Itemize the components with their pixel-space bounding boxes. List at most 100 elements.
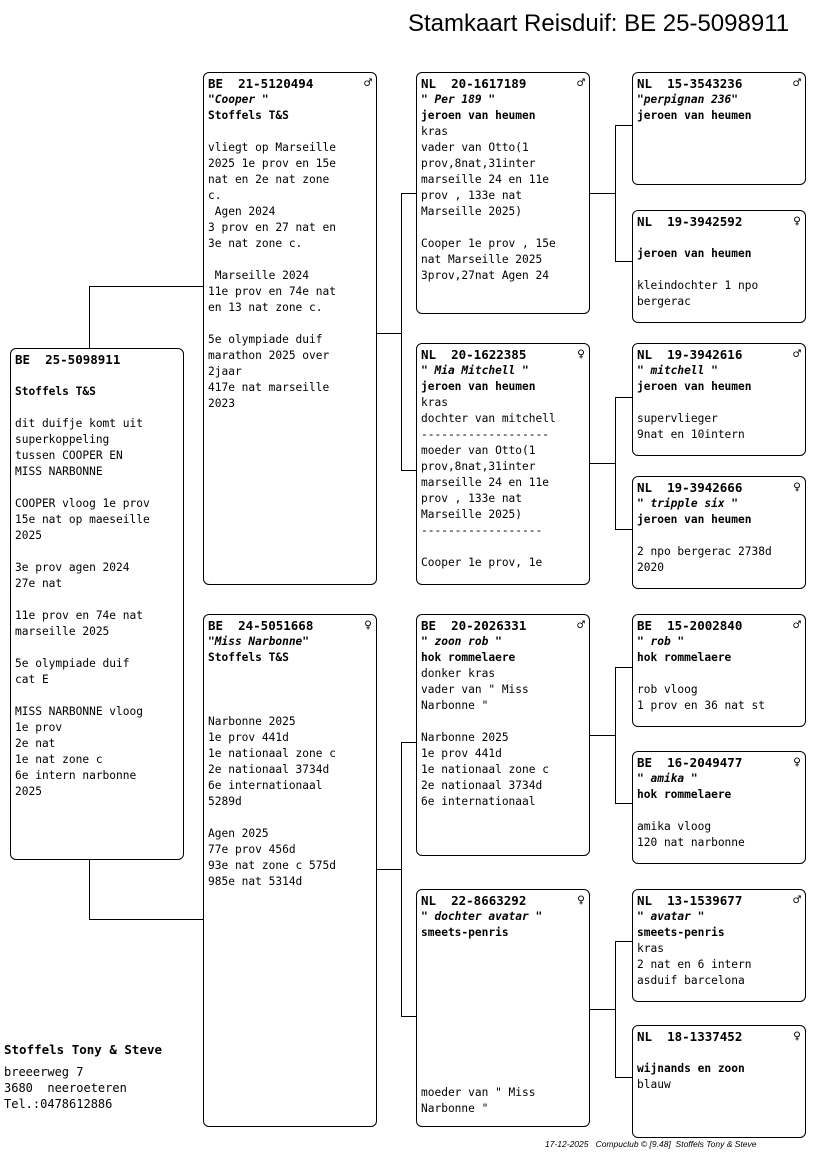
male-icon: ♂ — [364, 76, 372, 91]
connector-line — [401, 193, 417, 194]
female-icon: ♀ — [577, 893, 585, 908]
male-icon: ♂ — [577, 618, 585, 633]
male-icon: ♂ — [793, 347, 801, 362]
owner-name: smeets-penris — [421, 926, 509, 939]
pigeon-card-father[interactable]: BE 21-5120494♂ "Cooper " Stoffels T&S vl… — [203, 72, 377, 585]
female-icon: ♀ — [364, 618, 372, 633]
connector-line — [589, 463, 615, 464]
ring-number: NL 18-1337452 — [637, 1029, 743, 1044]
owner-name: jeroen van heumen — [637, 380, 752, 393]
notes: blauw — [637, 1078, 671, 1091]
female-icon: ♀ — [577, 347, 585, 362]
ring-number: BE 24-5051668 — [208, 618, 314, 633]
pigeon-card-mm[interactable]: NL 22-8663292 ♀ " dochter avatar " smeets… — [416, 889, 590, 1127]
ring-number: BE 16-2049477 — [637, 755, 743, 770]
owner-name: Stoffels T&S — [208, 651, 289, 664]
connector-line — [401, 193, 402, 471]
notes: vliegt op Marseille 2025 1e prov en 15e … — [208, 141, 336, 410]
notes: moeder van " Miss Narbonne " — [421, 1086, 536, 1115]
owner-name: jeroen van heumen — [421, 109, 536, 122]
connector-line — [89, 286, 90, 348]
male-icon: ♂ — [793, 893, 801, 908]
pigeon-card-mf[interactable]: BE 20-2026331♂ " zoon rob " hok rommelae… — [416, 614, 590, 856]
notes: amika vloog 120 nat narbonne — [637, 820, 745, 849]
pigeon-name: "perpignan 236" — [637, 93, 739, 106]
pigeon-name: " zoon rob " — [421, 635, 502, 648]
pigeon-card-fmm[interactable]: NL 19-3942666♀ " tripple six " jeroen va… — [632, 476, 806, 589]
connector-line — [589, 1009, 615, 1010]
pigeon-name: "Miss Narbonne" — [208, 635, 310, 648]
pigeon-card-fff[interactable]: NL 15-3543236♂ "perpignan 236" jeroen va… — [632, 72, 806, 185]
connector-line — [89, 919, 204, 920]
owner-name: smeets-penris — [637, 926, 725, 939]
ring-number: NL 20-1617189 — [421, 76, 527, 91]
pigeon-card-subject[interactable]: BE 25-5098911 Stoffels T&S dit duifje ko… — [10, 348, 184, 860]
connector-line — [615, 941, 616, 1078]
owner-name: jeroen van heumen — [637, 513, 752, 526]
pigeon-card-mother[interactable]: BE 24-5051668 ♀ "Miss Narbonne" Stoffels … — [203, 614, 377, 1127]
connector-line — [615, 397, 633, 398]
pigeon-name — [637, 230, 801, 246]
notes: dit duifje komt uit superkoppeling tusse… — [15, 417, 150, 798]
pigeon-name: " mitchell " — [637, 364, 718, 377]
connector-line — [615, 941, 633, 942]
connector-line — [615, 125, 616, 262]
owner-street: breeerweg 7 — [4, 1065, 84, 1079]
female-icon: ♀ — [793, 755, 801, 770]
male-icon: ♂ — [793, 76, 801, 91]
owner-name: hok rommelaere — [637, 788, 732, 801]
connector-line — [589, 735, 615, 736]
pigeon-card-mfm[interactable]: BE 16-2049477♀ " amika " hok rommelaere … — [632, 751, 806, 864]
connector-line — [89, 286, 204, 287]
connector-line — [401, 470, 417, 471]
ring-number: NL 13-1539677 — [637, 893, 743, 908]
owner-name: wijnands en zoon — [637, 1062, 745, 1075]
ring-number: BE 20-2026331 — [421, 618, 527, 633]
connector-line — [615, 397, 616, 530]
connector-line — [376, 869, 401, 870]
connector-line — [589, 193, 615, 194]
owner-name: jeroen van heumen — [637, 247, 752, 260]
ring-number: NL 19-3942616 — [637, 347, 743, 362]
notes: kras dochter van mitchell --------------… — [421, 396, 556, 569]
pigeon-card-mmm[interactable]: NL 18-1337452♀ wijnands en zoon blauw — [632, 1025, 806, 1138]
notes: supervlieger 9nat en 10intern — [637, 412, 745, 441]
connector-line — [401, 742, 417, 743]
pigeon-name: " avatar " — [637, 910, 705, 923]
pigeon-card-mff[interactable]: BE 15-2002840♂ " rob " hok rommelaere ro… — [632, 614, 806, 727]
pigeon-name: " amika " — [637, 772, 698, 785]
connector-line — [615, 667, 633, 668]
female-icon: ♀ — [793, 214, 801, 229]
notes: Narbonne 2025 1e prov 441d 1e nationaal … — [208, 715, 336, 888]
pigeon-name: " rob " — [637, 635, 685, 648]
pigeon-card-fm[interactable]: NL 20-1622385 ♀ " Mia Mitchell " jeroen v… — [416, 343, 590, 585]
connector-line — [401, 742, 402, 1017]
ring-number: NL 22-8663292 — [421, 893, 527, 908]
pigeon-name: " tripple six " — [637, 497, 739, 510]
notes: donker kras vader van " Miss Narbonne " … — [421, 667, 549, 808]
owner-name: jeroen van heumen — [421, 380, 536, 393]
notes: kras 2 nat en 6 intern asduif barcelona — [637, 942, 752, 987]
ring-number: NL 20-1622385 — [421, 347, 527, 362]
owner-name: Stoffels T&S — [208, 109, 289, 122]
notes: 2 npo bergerac 2738d 2020 — [637, 545, 772, 574]
pigeon-card-ffm[interactable]: NL 19-3942592♀ jeroen van heumen kleindo… — [632, 210, 806, 323]
pigeon-card-fmf[interactable]: NL 19-3942616 ♂ " mitchell " jeroen van h… — [632, 343, 806, 456]
male-icon: ♂ — [793, 618, 801, 633]
ring-number: NL 15-3543236 — [637, 76, 743, 91]
connector-line — [376, 333, 401, 334]
pigeon-card-mmf[interactable]: NL 13-1539677♂ " avatar " smeets-penris … — [632, 889, 806, 1002]
connector-line — [615, 125, 633, 126]
pigeon-card-ff[interactable]: NL 20-1617189♂ " Per 189 " jeroen van he… — [416, 72, 590, 314]
notes: kleindochter 1 npo bergerac — [637, 279, 759, 308]
pigeon-name: " Mia Mitchell " — [421, 364, 529, 377]
pigeon-name — [637, 1045, 801, 1061]
pigeon-name: " dochter avatar " — [421, 910, 543, 923]
connector-line — [615, 803, 633, 804]
pigeon-name: " Per 189 " — [421, 93, 496, 106]
ring-number: BE 15-2002840 — [637, 618, 743, 633]
footer-text: 17-12-2025 Compuclub © [9.48] Stoffels T… — [545, 1139, 757, 1149]
ring-number: BE 21-5120494 — [208, 76, 314, 91]
connector-line — [615, 529, 633, 530]
female-icon: ♀ — [793, 480, 801, 495]
